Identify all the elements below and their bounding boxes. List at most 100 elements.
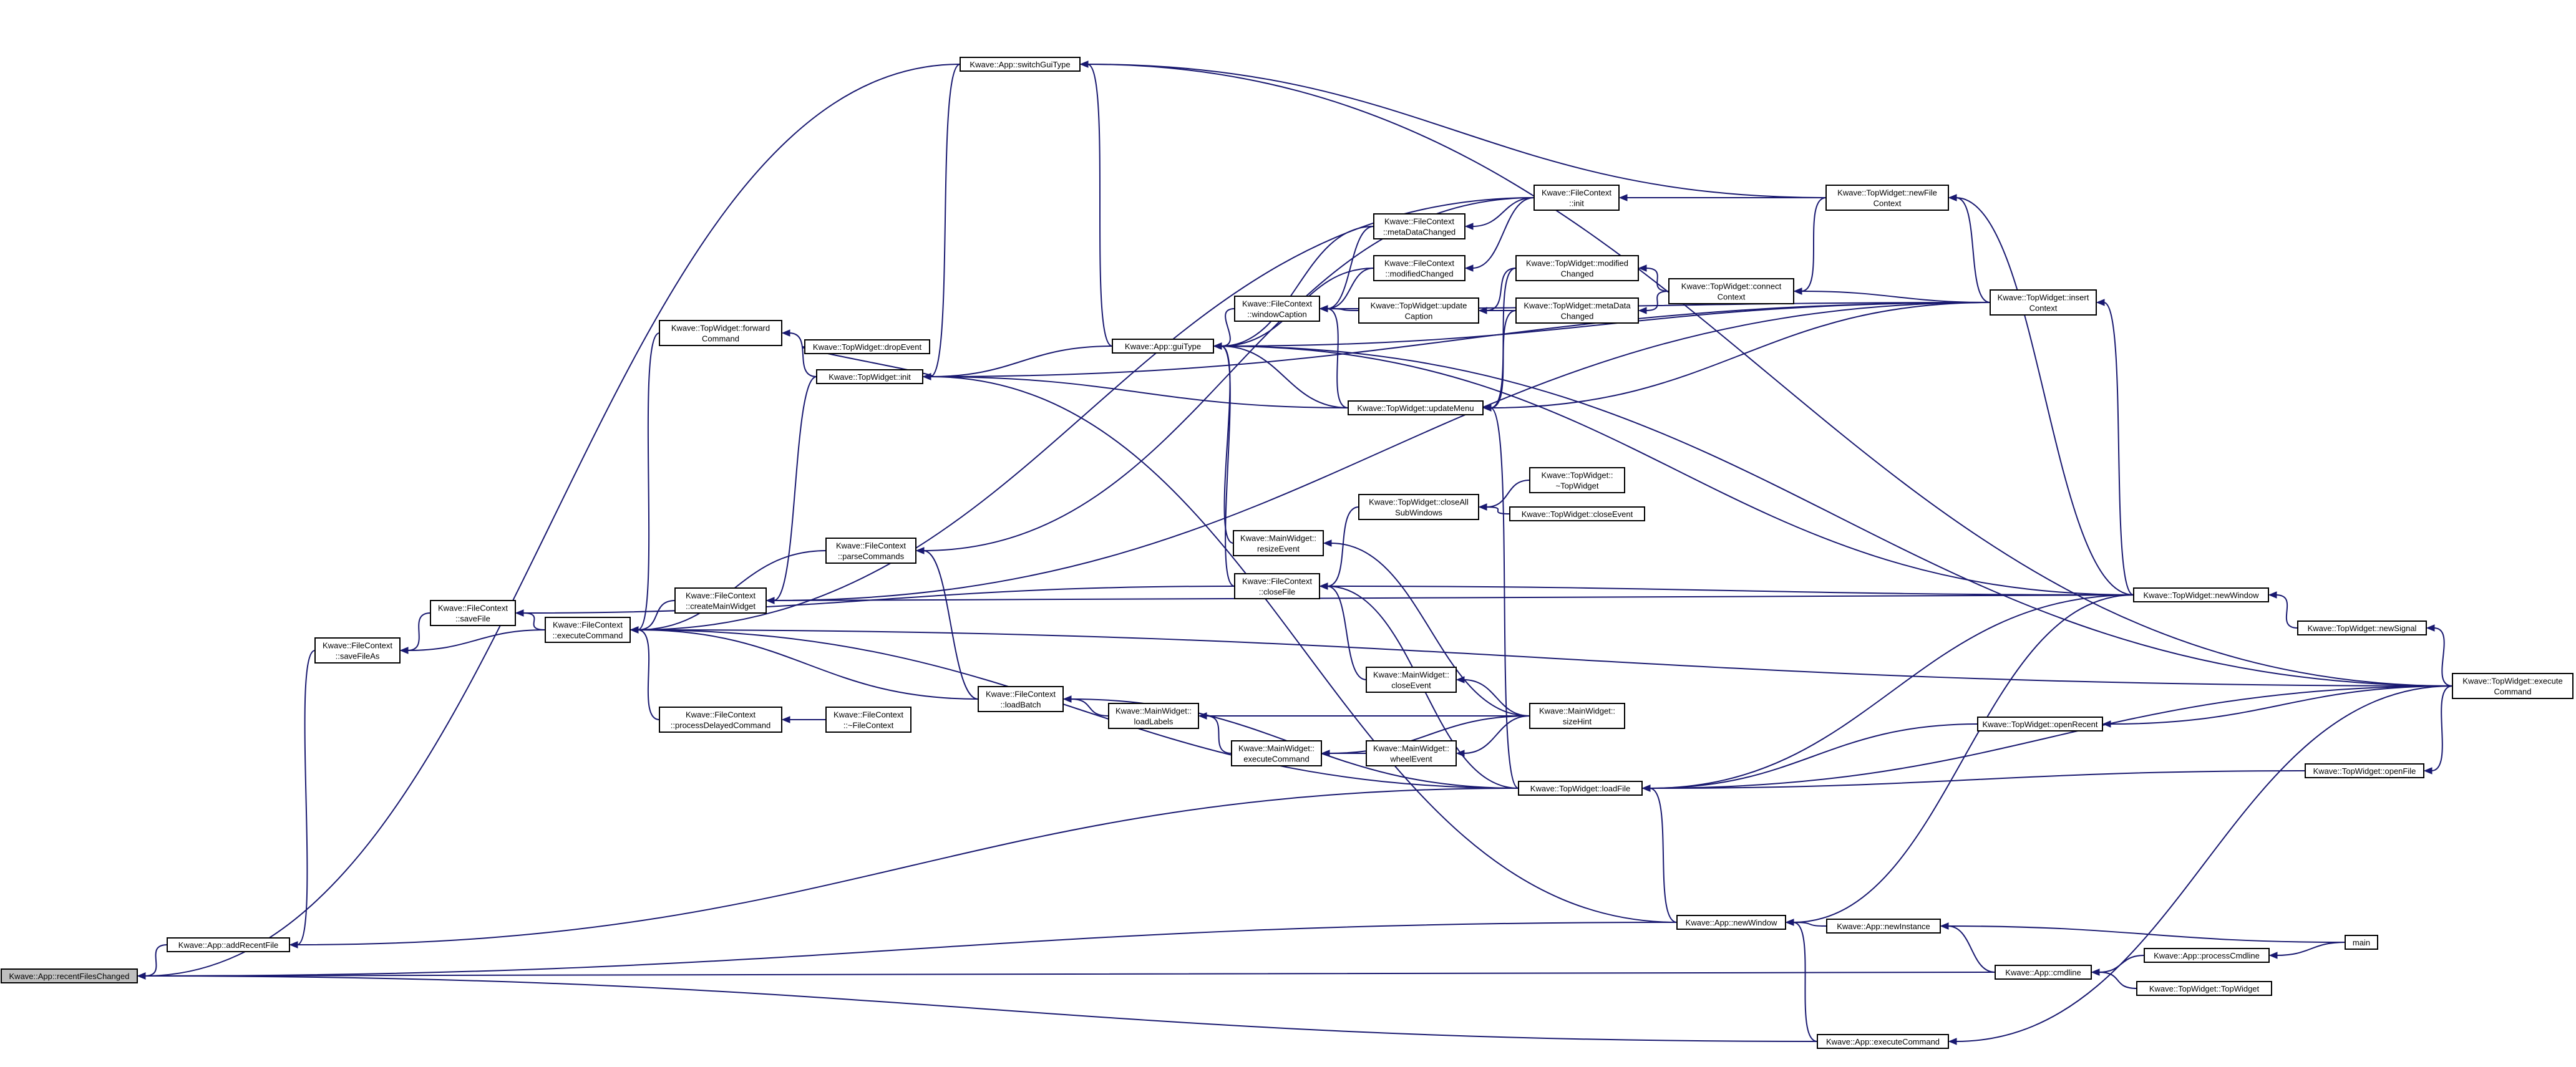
node-label: Kwave::TopWidget::closeEvent xyxy=(1522,509,1633,519)
edge-line xyxy=(2433,627,2453,687)
node-newSignal[interactable]: Kwave::TopWidget::newSignal xyxy=(2297,620,2427,635)
edge-openFile-tw_executeCommand xyxy=(2423,685,2453,775)
node-sizeHint[interactable]: Kwave::MainWidget::sizeHint xyxy=(1529,703,1625,729)
node-processDelayedCommand[interactable]: Kwave::FileContext::processDelayedComman… xyxy=(659,707,782,733)
edge-forwardCommand-tw_init xyxy=(781,329,817,377)
edge-line xyxy=(1220,345,1235,587)
node-fc_dtor[interactable]: Kwave::FileContext::~FileContext xyxy=(825,707,911,733)
edge-createMainWidget-tw_newWindow xyxy=(766,594,2134,604)
node-openFile[interactable]: Kwave::TopWidget::openFile xyxy=(2305,763,2424,778)
node-switchGuiType[interactable]: Kwave::App::switchGuiType xyxy=(960,57,1081,72)
node-createMainWidget[interactable]: Kwave::FileContext::createMainWidget xyxy=(674,587,767,614)
edge-line xyxy=(1485,480,1530,508)
node-tw_modifiedChanged[interactable]: Kwave::TopWidget::modifiedChanged xyxy=(1515,255,1639,281)
node-dropEvent[interactable]: Kwave::TopWidget::dropEvent xyxy=(804,339,930,354)
node-app_executeCommand[interactable]: Kwave::App::executeCommand xyxy=(1817,1034,1949,1049)
node-box xyxy=(1515,297,1639,324)
node-tw_init[interactable]: Kwave::TopWidget::init xyxy=(816,369,923,384)
node-loadFile[interactable]: Kwave::TopWidget::loadFile xyxy=(1518,781,1643,796)
node-box xyxy=(1358,297,1479,324)
node-box xyxy=(659,707,782,733)
edge-line xyxy=(930,302,1991,377)
node-mw_executeCommand[interactable]: Kwave::MainWidget::executeCommand xyxy=(1231,740,1322,766)
edge-newInstance-cmdline xyxy=(1940,922,1996,973)
node-tw_metaDataChanged[interactable]: Kwave::TopWidget::metaDataChanged xyxy=(1515,297,1639,324)
node-wheelEvent[interactable]: Kwave::MainWidget::wheelEvent xyxy=(1366,740,1457,766)
node-addRecentFile[interactable]: Kwave::App::addRecentFile xyxy=(167,937,290,952)
node-guiType[interactable]: Kwave::App::guiType xyxy=(1112,339,1214,354)
edge-updateMenu-tw_modifiedChanged xyxy=(1482,268,1517,412)
edge-line xyxy=(789,332,817,377)
node-label: closeEvent xyxy=(1391,681,1431,690)
edge-line xyxy=(296,650,316,945)
node-saveFileAs[interactable]: Kwave::FileContext::saveFileAs xyxy=(314,637,401,664)
node-windowCaption[interactable]: Kwave::FileContext::windowCaption xyxy=(1234,296,1320,322)
edge-app_executeCommand-tw_executeCommand xyxy=(1948,685,2453,1045)
edge-switchGuiType-tw_executeCommand xyxy=(1079,60,2453,687)
node-tw_executeCommand[interactable]: Kwave::TopWidget::executeCommand xyxy=(2452,673,2574,699)
node-box xyxy=(674,587,767,614)
arrowhead xyxy=(1478,307,1487,314)
node-executeCommand_fc[interactable]: Kwave::FileContext::executeCommand xyxy=(545,617,631,643)
node-label: Kwave::App::newInstance xyxy=(1837,922,1930,931)
arrowhead xyxy=(1638,307,1647,314)
node-label: Kwave::FileContext xyxy=(1242,299,1312,309)
edge-line xyxy=(2098,972,2137,989)
node-app_newWindow[interactable]: Kwave::App::newWindow xyxy=(1676,915,1786,930)
node-label: Kwave::TopWidget::modified xyxy=(1526,259,1628,268)
node-box xyxy=(1366,667,1457,693)
node-newInstance[interactable]: Kwave::App::newInstance xyxy=(1826,919,1941,934)
node-closeFile[interactable]: Kwave::FileContext::closeFile xyxy=(1234,573,1320,599)
node-label: Kwave::FileContext xyxy=(686,591,756,601)
arrowhead xyxy=(1319,305,1328,312)
node-main[interactable]: main xyxy=(2345,935,2378,950)
node-cmdline[interactable]: Kwave::App::cmdline xyxy=(1995,965,2092,980)
node-label: Kwave::TopWidget::newWindow xyxy=(2144,591,2260,600)
node-resizeEvent[interactable]: Kwave::MainWidget::resizeEvent xyxy=(1233,530,1324,556)
node-loadBatch[interactable]: Kwave::FileContext::loadBatch xyxy=(978,686,1064,712)
node-metaDataChanged_fc[interactable]: Kwave::FileContext::metaDataChanged xyxy=(1373,213,1465,239)
node-box xyxy=(1515,255,1639,281)
node-processCmdline[interactable]: Kwave::App::processCmdline xyxy=(2144,948,2270,963)
node-recentFilesChanged[interactable]: Kwave::App::recentFilesChanged xyxy=(1,968,138,983)
edge-line xyxy=(637,197,1535,630)
node-closeEvent_mw[interactable]: Kwave::MainWidget::closeEvent xyxy=(1366,667,1457,693)
node-tw_ctor[interactable]: Kwave::TopWidget::TopWidget xyxy=(2136,981,2272,996)
edge-line xyxy=(2109,685,2453,725)
edge-addRecentFile-loadFile xyxy=(289,788,1519,949)
edge-line xyxy=(1463,679,1530,717)
node-label: Kwave::MainWidget:: xyxy=(1238,744,1315,753)
edge-line xyxy=(1220,302,1991,347)
node-tw_dtor[interactable]: Kwave::TopWidget::~TopWidget xyxy=(1529,467,1625,493)
node-openRecent[interactable]: Kwave::TopWidget::openRecent xyxy=(1977,717,2103,731)
node-tw_closeEvent[interactable]: Kwave::TopWidget::closeEvent xyxy=(1509,506,1645,521)
edge-recentFilesChanged-app_executeCommand xyxy=(137,972,1818,1042)
node-label: sizeHint xyxy=(1563,717,1592,727)
node-parseCommands[interactable]: Kwave::FileContext::parseCommands xyxy=(825,538,916,564)
edge-updateCaption-tw_metaDataChanged xyxy=(1478,307,1516,314)
node-label: resizeEvent xyxy=(1257,544,1300,554)
arrowhead xyxy=(781,329,790,337)
node-modifiedChanged_fc[interactable]: Kwave::FileContext::modifiedChanged xyxy=(1373,255,1465,281)
node-updateMenu[interactable]: Kwave::TopWidget::updateMenu xyxy=(1348,400,1484,415)
node-label: Kwave::TopWidget::connect xyxy=(1681,282,1782,291)
node-saveFile[interactable]: Kwave::FileContext::saveFile xyxy=(430,600,516,626)
edge-line xyxy=(1485,506,1510,514)
edge-line xyxy=(1649,685,2453,789)
edge-processDelayedCommand-fc_dtor xyxy=(781,716,826,723)
node-box xyxy=(1977,717,2103,731)
node-label: Changed xyxy=(1561,269,1594,279)
edge-switchGuiType-newFileContext xyxy=(1079,60,1827,198)
edge-line xyxy=(407,612,431,651)
node-loadLabels[interactable]: Kwave::MainWidget::loadLabels xyxy=(1108,703,1199,729)
node-label: Kwave::TopWidget::newFile xyxy=(1837,188,1937,198)
node-fc_init[interactable]: Kwave::FileContext::init xyxy=(1533,185,1620,211)
node-tw_newWindow[interactable]: Kwave::TopWidget::newWindow xyxy=(2133,587,2269,602)
edge-closeAllSubWindows-tw_closeEvent xyxy=(1478,503,1510,514)
